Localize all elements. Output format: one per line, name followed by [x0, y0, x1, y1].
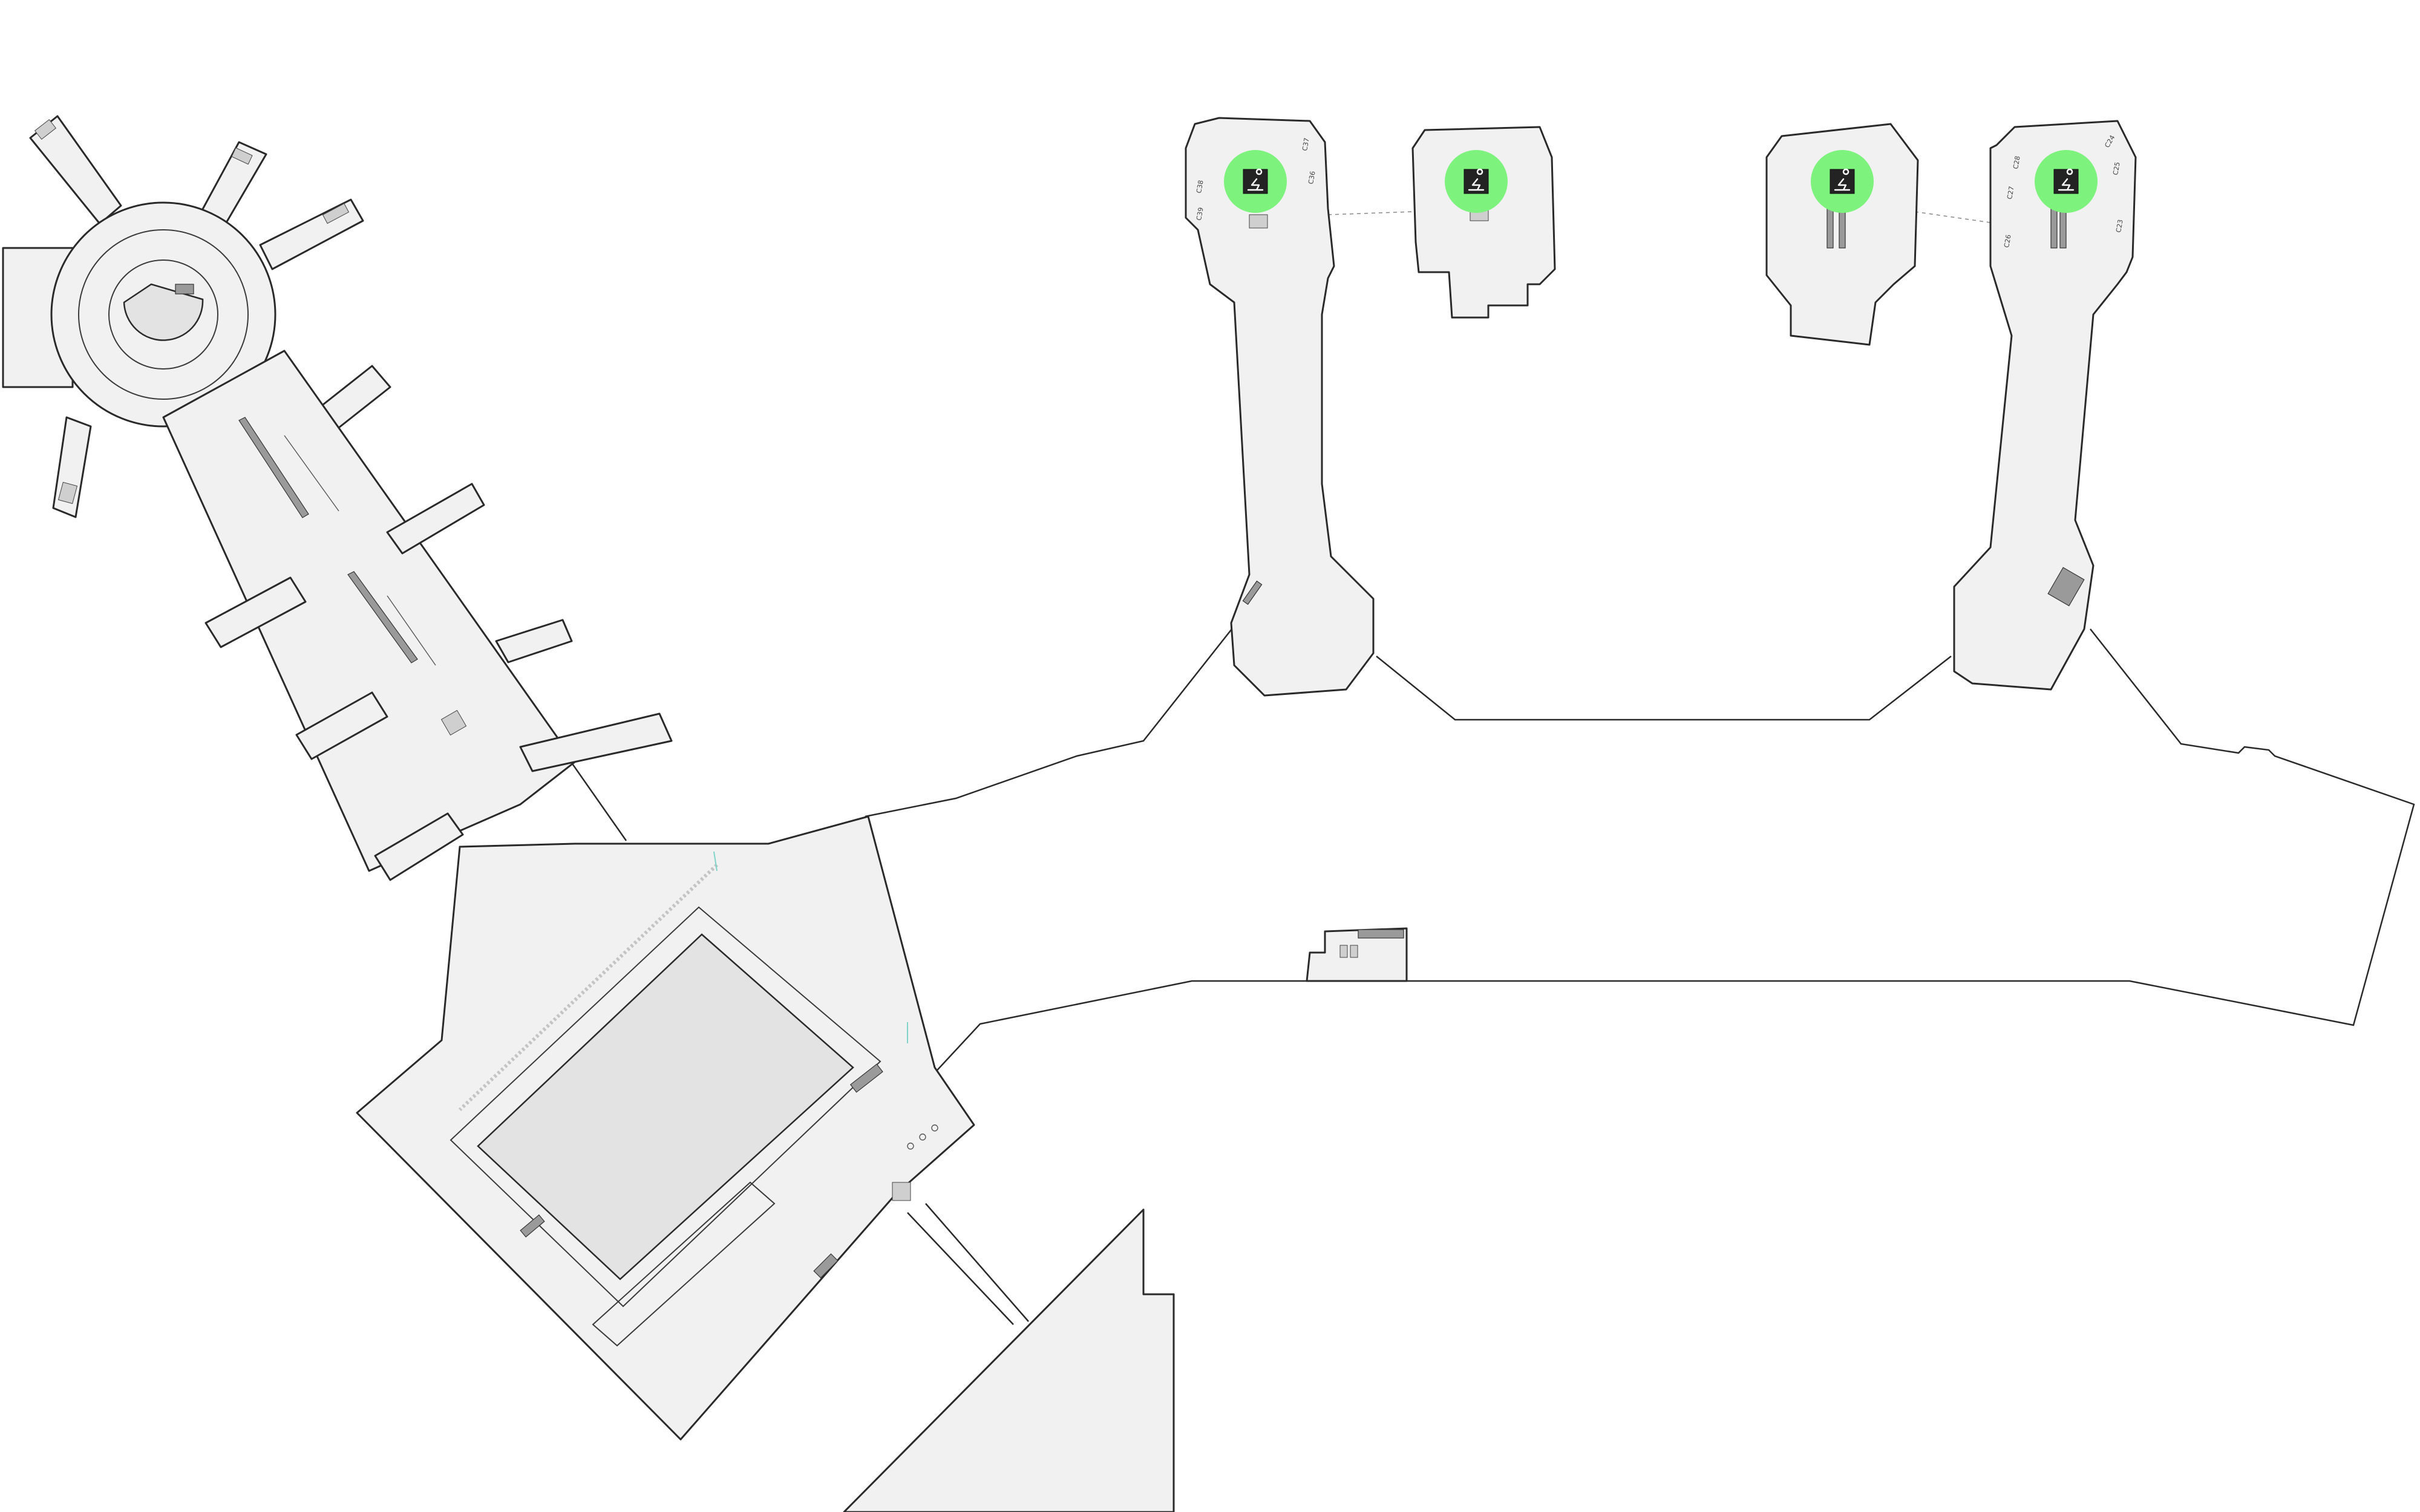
gate-label: C23 — [2114, 219, 2125, 233]
gate-label: C38 — [1195, 180, 1205, 194]
poi-markers — [1224, 150, 2098, 213]
concourse-west[interactable]: C38 C39 C37 C36 — [1185, 117, 1375, 697]
apron-outline — [561, 625, 2415, 1325]
gate-label: C26 — [2003, 234, 2013, 249]
gate-label: C37 — [1301, 137, 1311, 152]
gate-label: C36 — [1307, 171, 1317, 185]
gate-label: C27 — [2006, 186, 2016, 200]
pod-3[interactable] — [1765, 123, 1919, 346]
diagonal-concourse[interactable] — [162, 350, 673, 881]
gate-label: C39 — [1195, 207, 1205, 221]
marker-glyph — [1834, 168, 1851, 191]
rotunda-concourse[interactable] — [2, 115, 391, 518]
gate-label: C25 — [2111, 161, 2122, 176]
restroom-marker-4[interactable] — [2035, 150, 2098, 213]
walkway-connectors — [1327, 211, 1991, 223]
seating-cluster — [907, 1124, 938, 1150]
marker-glyph — [1468, 168, 1485, 191]
restroom-marker-1[interactable] — [1224, 150, 1287, 213]
restroom-marker-2[interactable] — [1445, 150, 1508, 213]
gate-label: C28 — [2012, 155, 2022, 170]
concourse-east[interactable]: C28 C27 C26 C25 C23 C24 — [1953, 120, 2137, 691]
marker-glyph — [1247, 168, 1264, 191]
parking-garage — [843, 1208, 1175, 1512]
restroom-marker-3[interactable] — [1811, 150, 1874, 213]
midfield-building — [1306, 927, 1408, 982]
marker-glyph — [2058, 168, 2075, 191]
main-terminal[interactable] — [356, 815, 975, 1441]
